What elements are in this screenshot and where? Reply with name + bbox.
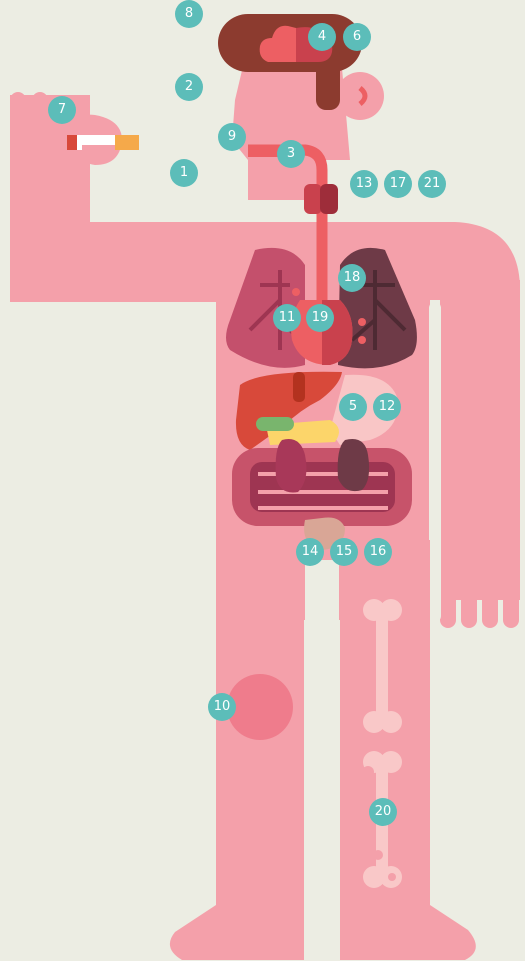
right-finger-4 bbox=[503, 578, 519, 628]
right-finger-3 bbox=[482, 578, 498, 628]
right-foot bbox=[340, 905, 476, 960]
marker-5[interactable]: 5 bbox=[339, 393, 367, 421]
arm-gap bbox=[429, 302, 441, 622]
marker-3[interactable]: 3 bbox=[277, 140, 305, 168]
marker-12[interactable]: 12 bbox=[373, 393, 401, 421]
marker-9[interactable]: 9 bbox=[218, 123, 246, 151]
marker-1[interactable]: 1 bbox=[170, 159, 198, 187]
thyroid-right bbox=[320, 184, 338, 214]
marker-8[interactable]: 8 bbox=[175, 0, 203, 28]
kidney-right bbox=[338, 439, 370, 491]
ear bbox=[336, 72, 384, 120]
kidney-left bbox=[276, 439, 307, 492]
marker-21[interactable]: 21 bbox=[418, 170, 446, 198]
liver-vessel bbox=[293, 372, 305, 402]
marker-15[interactable]: 15 bbox=[330, 538, 358, 566]
right-arm bbox=[440, 280, 520, 600]
finger-1 bbox=[10, 92, 26, 172]
marker-4[interactable]: 4 bbox=[308, 23, 336, 51]
marker-11[interactable]: 11 bbox=[273, 304, 301, 332]
marker-19[interactable]: 19 bbox=[306, 304, 334, 332]
heart-vessel-2 bbox=[358, 318, 366, 326]
marker-7[interactable]: 7 bbox=[48, 96, 76, 124]
marker-14[interactable]: 14 bbox=[296, 538, 324, 566]
left-foot bbox=[170, 905, 304, 960]
marker-20[interactable]: 20 bbox=[369, 798, 397, 826]
leg-gap bbox=[305, 560, 339, 961]
marker-16[interactable]: 16 bbox=[364, 538, 392, 566]
marker-2[interactable]: 2 bbox=[175, 73, 203, 101]
right-finger-2 bbox=[461, 578, 477, 628]
finger-2 bbox=[32, 92, 48, 172]
gallbladder bbox=[256, 417, 294, 431]
thigh-spot bbox=[227, 674, 293, 740]
marker-10[interactable]: 10 bbox=[208, 693, 236, 721]
marker-6[interactable]: 6 bbox=[343, 23, 371, 51]
heart-vessel-3 bbox=[358, 336, 366, 344]
marker-18[interactable]: 18 bbox=[338, 264, 366, 292]
marker-17[interactable]: 17 bbox=[384, 170, 412, 198]
thyroid-left bbox=[304, 184, 322, 214]
small-intestine bbox=[250, 462, 395, 512]
right-finger-1 bbox=[440, 578, 456, 628]
heart-vessel-1 bbox=[292, 288, 300, 296]
marker-13[interactable]: 13 bbox=[350, 170, 378, 198]
